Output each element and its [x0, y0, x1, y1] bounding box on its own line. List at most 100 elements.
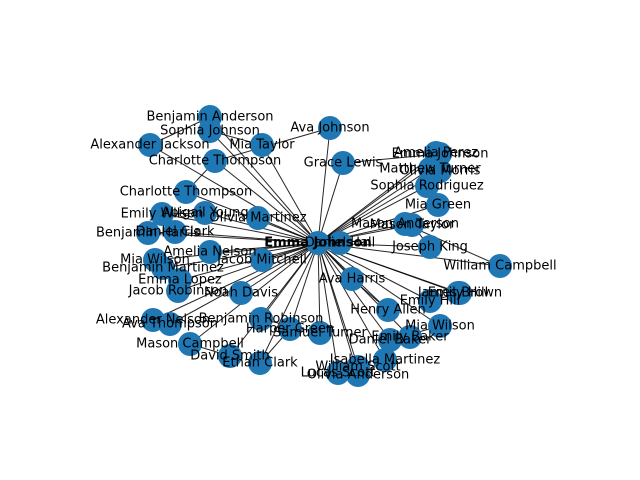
node-label-mia-green: Mia Green: [405, 198, 471, 213]
node-mia-green: [426, 193, 450, 217]
node-label-ava-thompson: Ava Thompson: [122, 317, 218, 332]
node-label-jacob-robinson: Jacob Robinson: [128, 284, 228, 299]
node-mia-taylor: [250, 133, 274, 157]
node-grace-lewis: [331, 151, 355, 175]
graph-edge: [317, 242, 321, 334]
node-label-emma-johnson: Emma Johnson: [264, 236, 371, 251]
graph-edge: [152, 242, 319, 321]
node-emily-hill: [446, 281, 470, 305]
node-lucas-scott: [326, 361, 350, 385]
node-label-lucas-scott: Lucas Scott: [301, 366, 376, 381]
node-harper-green: [278, 317, 302, 341]
node-noah-davis: [229, 281, 253, 305]
node-label-emily-wilson: Emily Wilson: [121, 207, 204, 222]
node-label-benjamin-anderson: Benjamin Anderson: [146, 110, 273, 125]
node-benjamin-martinez: [151, 256, 175, 280]
node-label-sophia-johnson: Sophia Johnson: [160, 124, 260, 139]
node-label-mia-taylor: Mia Taylor: [229, 138, 295, 153]
node-benjamin-harris: [136, 221, 160, 245]
node-sophia-rodriguez: [415, 174, 439, 198]
node-joseph-king: [418, 235, 442, 259]
node-olivia-martinez: [246, 206, 270, 230]
graph-edge: [317, 242, 359, 368]
graph-edge: [289, 242, 319, 330]
graph-edge: [317, 242, 339, 374]
node-abigail-young: [193, 201, 217, 225]
node-mason-campbell: [178, 332, 202, 356]
node-label-daniel-clark: Daniel Clark: [135, 225, 215, 240]
node-label-benjamin-robinson: Benjamin Robinson: [199, 312, 324, 327]
node-david-smith: [218, 344, 242, 368]
graph-edge: [317, 242, 411, 338]
nodes-layer: [136, 105, 512, 387]
graph-edge: [259, 242, 319, 364]
node-label-ethan-clark: Ethan Clark: [222, 356, 298, 371]
node-label-ava-johnson: Ava Johnson: [290, 121, 369, 136]
node-label-olivia-anderson: Olivia Anderson: [307, 368, 410, 383]
node-daniel-hall: [328, 231, 352, 255]
node-label-emily-baker: Emily Baker: [371, 330, 449, 345]
graph-edge: [179, 242, 319, 281]
node-label-noah-davis: Noah Davis: [204, 286, 278, 301]
node-label-sophia-rodriguez: Sophia Rodriguez: [370, 179, 484, 194]
node-william-scott: [346, 355, 370, 379]
node-label-harper-green: Harper Green: [246, 322, 334, 337]
graph-edge: [317, 168, 431, 244]
graph-edge: [209, 116, 319, 244]
node-label-mason-taylor: Mason Taylor: [370, 218, 455, 233]
node-label-amelia-nelson: Amelia Nelson: [163, 245, 256, 260]
node-samuel-turner: [308, 321, 332, 345]
node-label-daniel-hall: Daniel Hall: [305, 236, 376, 251]
node-label-david-smith: David Smith: [190, 349, 270, 364]
graph-edge: [261, 144, 319, 244]
node-sophia-johnson: [198, 119, 222, 143]
graph-edge: [174, 231, 319, 244]
node-label-joseph-king: Joseph King: [391, 240, 468, 255]
node-william-campbell: [488, 254, 512, 278]
node-daniel-clark: [163, 220, 187, 244]
graph-edge: [154, 242, 319, 261]
node-emily-hill: [418, 289, 442, 313]
node-label-henry-allen: Henry Allen: [350, 303, 426, 318]
graph-edge: [189, 242, 319, 345]
graph-edge: [317, 242, 391, 341]
node-ava-harris: [340, 267, 364, 291]
node-label-charlotte-thompson: Charlotte Thompson: [120, 185, 253, 200]
node-label-william-campbell: William Campbell: [443, 259, 556, 274]
node-mason-anderson: [393, 212, 417, 236]
node-label-alexander-nelson: Alexander Nelson: [96, 313, 210, 328]
node-label-benjamin-harris: Benjamin Harris: [96, 226, 200, 241]
node-mia-wilson: [428, 314, 452, 338]
node-ava-johnson: [318, 116, 342, 140]
node-jacob-robinson: [166, 279, 190, 303]
node-label-mason-campbell: Mason Campbell: [136, 337, 244, 352]
node-label-matthew-turner: Matthew Turner: [379, 162, 481, 177]
node-label-emily-hill: Emily Hill: [400, 294, 461, 309]
graph-edge: [317, 242, 386, 361]
node-label-amelia-perez: Amelia Perez: [394, 146, 478, 161]
graph-edge: [229, 242, 319, 357]
graph-edge: [342, 153, 441, 164]
graph-edge: [162, 242, 319, 269]
node-ethan-clark: [248, 351, 272, 375]
node-ava-thompson: [158, 312, 182, 336]
node-label-mason-anderson: Mason Anderson: [351, 217, 459, 232]
node-emily-wilson: [150, 202, 174, 226]
node-emma-johnson: [306, 231, 330, 255]
graph-edge: [209, 130, 319, 244]
node-isabella-martinez: [373, 348, 397, 372]
graph-edge: [214, 160, 319, 244]
node-label-emily-hill: Emily Hill: [428, 286, 489, 301]
node-label-emma-lopez: Emma Lopez: [138, 273, 222, 288]
node-henry-allen: [376, 298, 400, 322]
graph-edge: [149, 144, 319, 244]
node-benjamin-robinson: [249, 307, 273, 331]
graph-edge: [240, 242, 319, 294]
node-label-grace-lewis: Grace Lewis: [304, 156, 383, 171]
node-label-benjamin-martinez: Benjamin Martinez: [102, 261, 224, 276]
node-charlotte-thompson: [203, 149, 227, 173]
node-label-mia-wilson: Mia Wilson: [405, 319, 475, 334]
node-label-william-scott: William Scott: [315, 360, 400, 375]
